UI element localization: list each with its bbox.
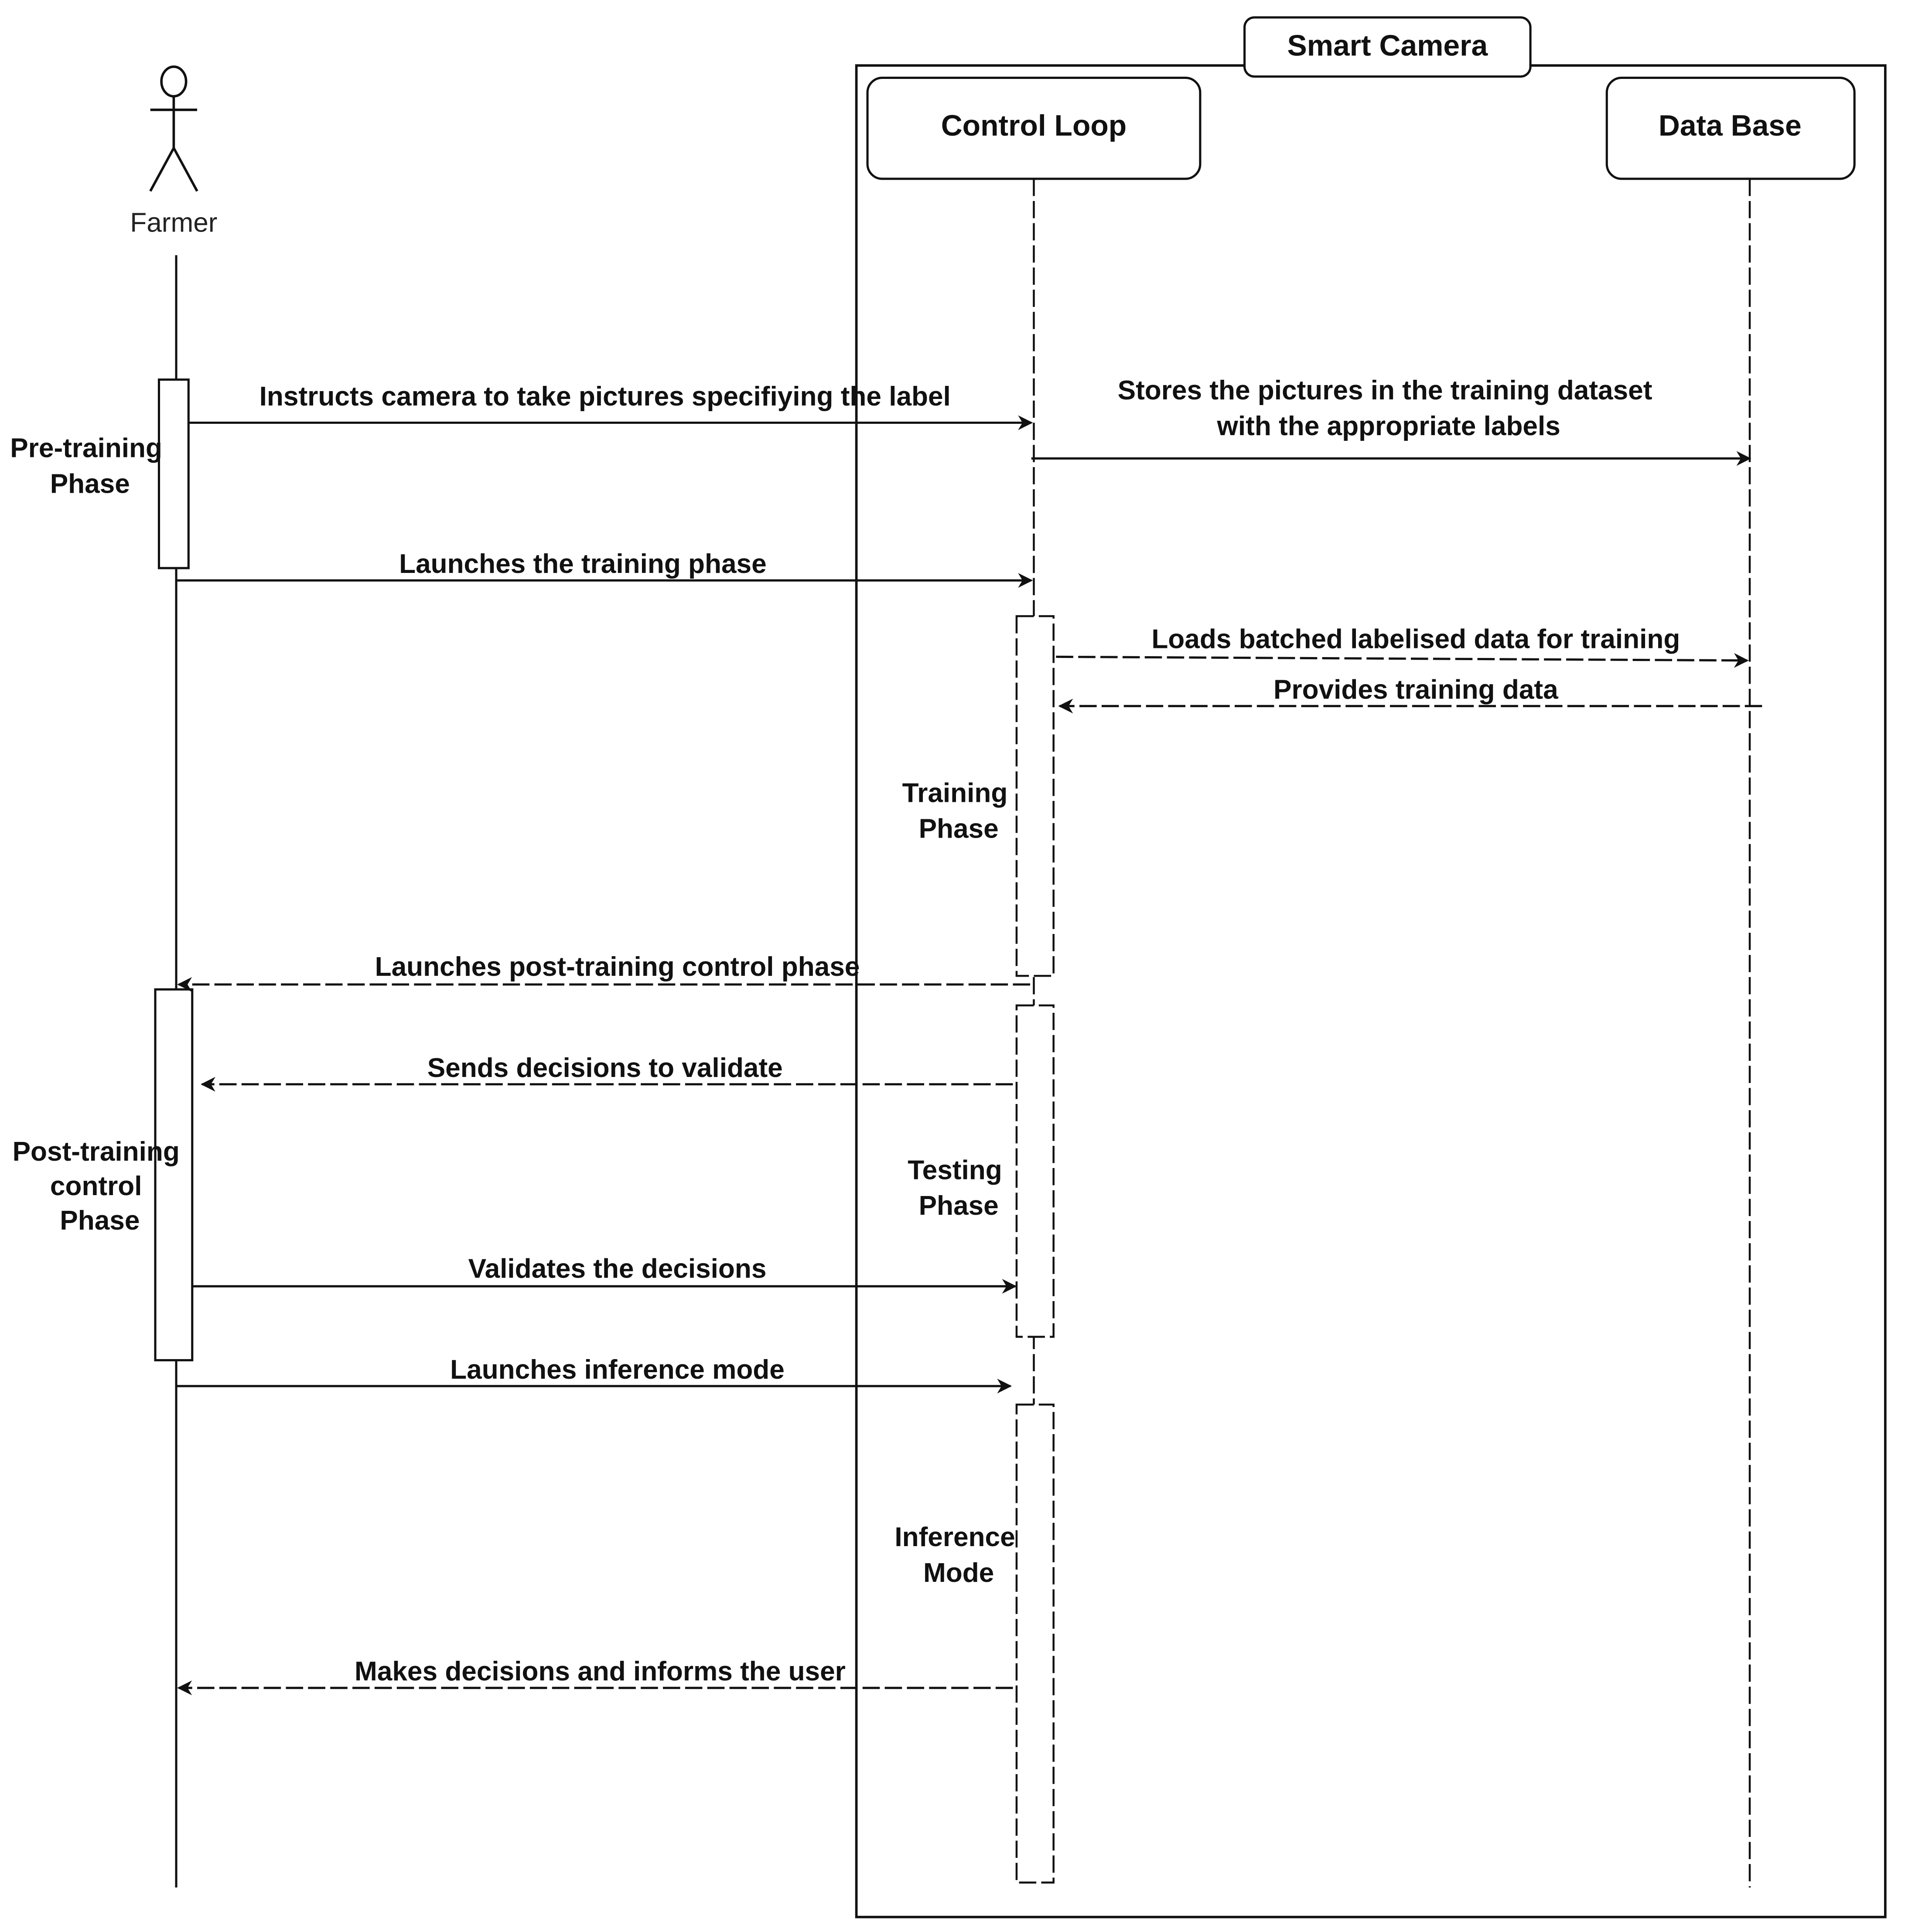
smart-camera-frame [855, 64, 1887, 1918]
training-activation [1015, 615, 1055, 977]
message-launch-inference-label: Launches inference mode [450, 1355, 785, 1385]
message-provides-label: Provides training data [1273, 675, 1558, 705]
message-provides: Provides training data [1058, 675, 1762, 714]
message-validates: Validates the decisions [192, 1254, 1017, 1294]
inference-mode-label: Inference Mode [894, 1522, 1023, 1588]
message-loads-batched-label: Loads batched labelised data for trainin… [1151, 624, 1680, 654]
message-instructs-label: Instructs camera to take pictures specif… [259, 382, 951, 412]
training-phase-label: Training Phase [902, 778, 1015, 844]
actor-name: Farmer [130, 208, 217, 238]
message-launch-post-label: Launches post-training control phase [375, 952, 860, 982]
farmer-actor [149, 65, 198, 192]
message-validates-label: Validates the decisions [468, 1254, 767, 1284]
message-launch-inference: Launches inference mode [176, 1355, 1012, 1394]
data-base-header [1605, 76, 1856, 180]
message-makes-decisions: Makes decisions and informs the user [177, 1656, 1013, 1696]
message-launch-training-label: Launches the training phase [399, 549, 767, 579]
stick-figure-icon [149, 65, 198, 192]
smart-camera-title-box [1243, 16, 1532, 78]
message-stores: Stores the pictures in the training data… [1031, 375, 1751, 466]
post-training-phase-label: Post-training control Phase [13, 1137, 187, 1236]
message-sends-decisions: Sends decisions to validate [200, 1053, 1013, 1092]
post-training-activation [154, 988, 194, 1362]
data-base-label: Data Base [1659, 109, 1802, 142]
pre-training-activation [157, 378, 190, 569]
message-launch-post: Launches post-training control phase [177, 952, 1030, 992]
message-sends-decisions-label: Sends decisions to validate [427, 1053, 783, 1083]
testing-activation [1015, 1004, 1055, 1338]
pre-training-phase-label: Pre-training Phase [10, 433, 170, 499]
message-stores-label: Stores the pictures in the training data… [1118, 375, 1660, 441]
control-loop-label: Control Loop [941, 109, 1127, 142]
message-loads-batched: Loads batched labelised data for trainin… [1056, 624, 1749, 668]
message-instructs: Instructs camera to take pictures specif… [188, 382, 1033, 430]
message-launch-training: Launches the training phase [176, 549, 1033, 588]
testing-phase-label: Testing Phase [908, 1155, 1010, 1221]
inference-activation [1015, 1404, 1055, 1884]
smart-camera-title: Smart Camera [1287, 30, 1488, 62]
message-makes-decisions-label: Makes decisions and informs the user [355, 1656, 846, 1687]
